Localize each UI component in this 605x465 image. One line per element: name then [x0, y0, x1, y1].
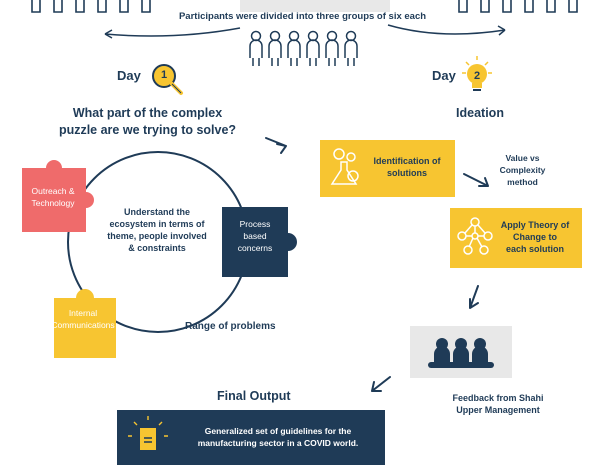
groups-caption: Participants were divided into three gro…: [178, 11, 427, 22]
process-line1: Process: [239, 219, 271, 229]
final-output-line2: manufacturing sector in a COVID world.: [197, 438, 359, 448]
process-line2: based: [243, 231, 267, 241]
value-method-line1: Value vs: [505, 153, 540, 163]
internal-line2: Communications: [51, 320, 115, 330]
process-line3: concerns: [237, 243, 273, 253]
center-text-line4: & constraints: [128, 243, 186, 253]
identification-line2: solutions: [387, 168, 427, 178]
day1-question-line1: What part of the complex: [72, 106, 223, 120]
day2-number: 2: [473, 70, 481, 82]
day2-label: Day: [432, 68, 456, 83]
value-method-line3: method: [507, 177, 538, 187]
puzzle-piece-process: [222, 207, 297, 277]
final-output-box: [117, 410, 385, 465]
split-arrows: [104, 24, 506, 39]
meeting-icon: [428, 338, 494, 368]
theory-line2: Change to: [513, 232, 557, 242]
feedback-line2: Upper Management: [456, 405, 540, 415]
arrow-to-day2: [265, 137, 287, 154]
final-output-line1: Generalized set of guidelines for the: [204, 426, 352, 436]
puzzle-piece-outreach: [22, 160, 94, 232]
guidelines-book-icon: [128, 416, 168, 450]
header-grey-bar: [240, 0, 390, 12]
center-text-line3: theme, people involved: [107, 231, 207, 241]
feedback-line1: Feedback from Shahi: [452, 393, 544, 403]
participants-top-left-icons: [31, 0, 151, 13]
theory-line1: Apply Theory of: [500, 220, 570, 230]
outreach-line2: Technology: [31, 198, 75, 208]
range-of-problems-label: Range of problems: [185, 321, 276, 332]
flask-gears-icon: [330, 148, 359, 185]
internal-line1: Internal: [68, 308, 98, 318]
puzzle-piece-internal: [54, 289, 116, 358]
network-icon: [457, 217, 493, 255]
participant-group-icons: [249, 30, 358, 67]
participants-top-right-icons: [458, 0, 578, 13]
center-text-line1: Understand the: [123, 207, 190, 217]
day1-number: 1: [160, 69, 168, 81]
day1-label: Day: [117, 68, 141, 83]
arrow-to-final: [371, 376, 391, 392]
theory-line3: each solution: [505, 244, 564, 254]
day1-question-line2: puzzle are we trying to solve?: [58, 123, 237, 137]
arrow-to-feedback: [469, 285, 479, 309]
center-text-line2: ecosystem in terms of: [109, 219, 205, 229]
lightbulb-icon: [462, 56, 492, 91]
identification-line1: Identification of: [373, 156, 441, 166]
arrow-to-theory: [463, 173, 489, 187]
value-method-line2: Complexity: [499, 165, 546, 175]
outreach-line1: Outreach &: [31, 186, 75, 196]
magnifier-icon: [152, 64, 183, 95]
final-output-title: Final Output: [217, 389, 291, 403]
ideation-title: Ideation: [456, 106, 504, 120]
